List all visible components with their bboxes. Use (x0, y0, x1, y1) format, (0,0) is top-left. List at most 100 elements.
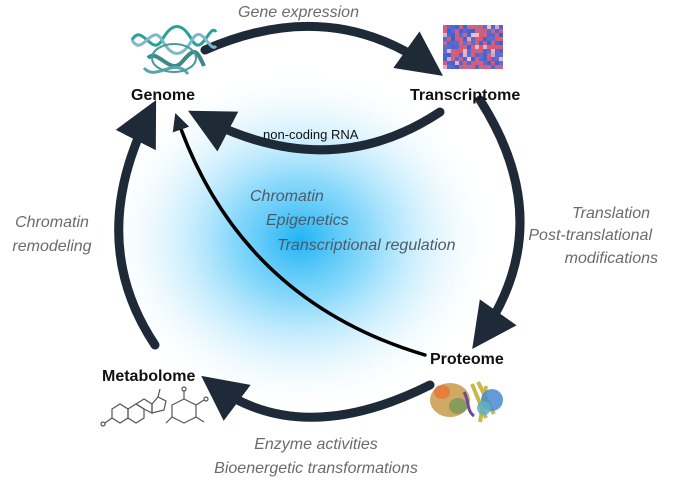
heatmap-cell (447, 53, 451, 57)
heatmap-cell (459, 29, 463, 33)
heatmap-cell (499, 53, 503, 57)
heatmap-cell (451, 33, 455, 37)
heatmap-cell (483, 65, 487, 69)
heatmap-cell (483, 53, 487, 57)
heatmap-cell (483, 29, 487, 33)
label-modifications: modifications (565, 250, 658, 267)
heatmap-cell (483, 45, 487, 49)
heatmap-cell (459, 37, 463, 41)
heatmap-cell (455, 25, 459, 29)
heatmap-cell (455, 53, 459, 57)
heatmap-cell (443, 53, 447, 57)
heatmap-cell (483, 25, 487, 29)
heatmap-cell (479, 37, 483, 41)
heatmap-cell (459, 57, 463, 61)
heatmap-cell (455, 33, 459, 37)
heatmap-cell (487, 61, 491, 65)
center-label-chromatin: Chromatin (250, 188, 324, 205)
heatmap-cell (499, 49, 503, 53)
heatmap-cell (459, 25, 463, 29)
heatmap-cell (483, 61, 487, 65)
heatmap-cell (487, 45, 491, 49)
heatmap-cell (495, 65, 499, 69)
label-translation: Translation (572, 205, 650, 222)
heatmap-cell (467, 65, 471, 69)
heatmap-cell (443, 25, 447, 29)
center-label-epigenetics: Epigenetics (266, 212, 349, 229)
heatmap-cell (471, 25, 475, 29)
heatmap-cell (491, 33, 495, 37)
heatmap-cell (447, 25, 451, 29)
heatmap-cell (467, 29, 471, 33)
heatmap-cell (491, 41, 495, 45)
heatmap-cell (443, 61, 447, 65)
heatmap-cell (447, 65, 451, 69)
heatmap-cell (475, 33, 479, 37)
node-metabolome: Metabolome (102, 368, 195, 385)
heatmap-cell (491, 65, 495, 69)
heatmap-cell (479, 57, 483, 61)
heatmap-cell (455, 65, 459, 69)
heatmap-cell (475, 53, 479, 57)
label-post-translational: Post-translational (528, 227, 652, 244)
heatmap-cell (495, 61, 499, 65)
heatmap-cell (455, 29, 459, 33)
heatmap-cell (499, 61, 503, 65)
heatmap-cell (455, 57, 459, 61)
label-non-coding-rna: non-coding RNA (263, 127, 359, 142)
heatmap-cell (487, 65, 491, 69)
center-glow (100, 65, 500, 415)
heatmap-cell (455, 41, 459, 45)
heatmap-cell (463, 53, 467, 57)
node-genome: Genome (131, 87, 195, 104)
heatmap-cell (459, 41, 463, 45)
heatmap-cell (491, 25, 495, 29)
heatmap-cell (487, 29, 491, 33)
heatmap-cell (451, 29, 455, 33)
heatmap-cell (479, 65, 483, 69)
heatmap-cell (499, 25, 503, 29)
molecule-structure-icon (100, 386, 209, 427)
label-bioenergetic-transformations: Bioenergetic transformations (214, 460, 418, 477)
heatmap-cell (471, 37, 475, 41)
heatmap-cell (487, 37, 491, 41)
heatmap-cell (447, 57, 451, 61)
heatmap-cell (491, 53, 495, 57)
heatmap-cell (483, 49, 487, 53)
heatmap-cell (491, 45, 495, 49)
arrow-non-coding-rna (188, 107, 445, 155)
heatmap-cell (471, 65, 475, 69)
heatmap-cell (451, 45, 455, 49)
heatmap-cell (495, 53, 499, 57)
arrow-proteome-to-genome (172, 113, 427, 357)
heatmap-cell (495, 33, 499, 37)
heatmap-cell (471, 45, 475, 49)
heatmap-cell (495, 25, 499, 29)
expression-heatmap-icon (443, 25, 503, 69)
heatmap-cell (467, 53, 471, 57)
heatmap-cell (479, 61, 483, 65)
heatmap-cell (455, 37, 459, 41)
heatmap-cell (479, 53, 483, 57)
heatmap-cell (475, 61, 479, 65)
heatmap-cell (479, 29, 483, 33)
heatmap-cell (443, 65, 447, 69)
heatmap-cell (463, 25, 467, 29)
heatmap-cell (495, 41, 499, 45)
center-label-transcriptional-regulation: Transcriptional regulation (277, 237, 456, 254)
heatmap-cell (451, 53, 455, 57)
heatmap-cell (467, 25, 471, 29)
heatmap-cell (491, 37, 495, 41)
heatmap-cell (475, 29, 479, 33)
heatmap-cell (455, 45, 459, 49)
heatmap-cell (487, 57, 491, 61)
heatmap-cell (499, 45, 503, 49)
heatmap-cell (447, 41, 451, 45)
heatmap-cell (499, 57, 503, 61)
heatmap-cell (471, 57, 475, 61)
heatmap-cell (455, 49, 459, 53)
heatmap-cell (495, 57, 499, 61)
heatmap-cell (463, 37, 467, 41)
heatmap-cell (491, 49, 495, 53)
